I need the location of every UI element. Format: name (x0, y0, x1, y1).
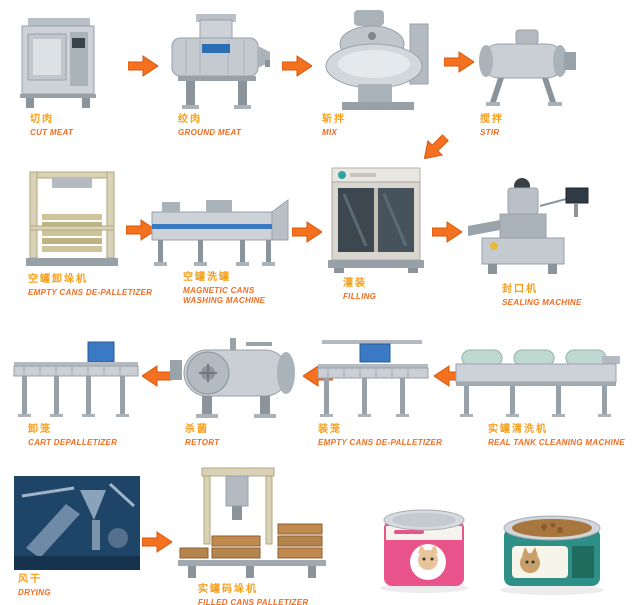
mix-label-en: MIX (322, 128, 338, 137)
mix-bowl-cutter-image (312, 4, 440, 112)
station-label-cart-depalletizer: 卸笼 CART DEPALLETIZER (28, 424, 148, 448)
can-seamer-icon (468, 178, 589, 274)
station-label-basket-loader: 装笼 EMPTY CANS DE-PALLETIZER (318, 424, 448, 448)
flow-arrow-right-icon (128, 54, 158, 78)
drying-label-cn: 风干 (18, 574, 42, 585)
station-label-cans-washing: 空罐洗罐 MAGNETIC CANS WASHING MACHINE (183, 272, 283, 307)
ground-meat-label-cn: 绞肉 (178, 114, 202, 125)
filling-label-en: FILLING (343, 292, 377, 301)
filling-label-cn: 灌装 (343, 278, 367, 289)
retort-tank-icon (170, 338, 295, 418)
pet-food-cans-icon (380, 509, 604, 595)
station-label-filling: 灌装 FILLING (343, 278, 433, 302)
flow-arrow-right-icon (142, 530, 172, 554)
basket-loader-label-cn: 装笼 (318, 424, 342, 435)
filled-cans-cleaning-label-cn: 实罐清洗机 (488, 424, 548, 435)
station-label-cut-meat: 切肉 CUT MEAT (30, 114, 140, 138)
filled-cans-cleaning-label-en: REAL TANK CLEANING MACHINE (488, 438, 625, 447)
stir-label-cn: 搅拌 (480, 114, 504, 125)
empty-cans-depalletizer-image (22, 168, 122, 270)
retort-image (168, 334, 304, 422)
station-label-mix: 斩拌 MIX (322, 114, 432, 138)
sealing-machine-image (462, 176, 594, 278)
sealing-label-en: SEALING MACHINE (502, 298, 582, 307)
basket-loader-conveyor-icon (317, 340, 429, 417)
cut-meat-label-cn: 切肉 (30, 114, 54, 125)
station-label-filled-cans-cleaning: 实罐清洗机 REAL TANK CLEANING MACHINE (488, 424, 638, 448)
palletizer-icon (178, 467, 326, 578)
filling-machine-image (326, 166, 426, 274)
drying-machine-image (14, 476, 140, 570)
filled-cans-palletizer-image (176, 466, 328, 584)
station-label-retort: 杀菌 RETORT (185, 424, 295, 448)
cans-washing-label-en: MAGNETIC CANS WASHING MACHINE (183, 286, 266, 306)
stir-mixer-image (474, 26, 578, 108)
filled-cans-cleaning-image (452, 334, 624, 422)
drying-label-en: DRYING (18, 588, 51, 597)
flow-arrow-right-icon (444, 50, 474, 74)
depalletizer-frame-icon (26, 171, 118, 266)
bowl-cutter-icon (325, 10, 429, 110)
retort-label-cn: 杀菌 (185, 424, 209, 435)
station-label-empty-cans-depalletizer: 空罐卸垛机 EMPTY CANS DE-PALLETIZER (28, 274, 158, 298)
ground-meat-label-en: GROUND MEAT (178, 128, 242, 137)
cut-meat-machine-icon (20, 18, 96, 108)
station-label-drying: 风干 DRYING (18, 574, 118, 598)
ground-meat-machine-image (166, 12, 272, 110)
retort-label-en: RETORT (185, 438, 220, 447)
flow-arrow-down-left-icon (420, 133, 450, 160)
washing-tunnel-icon (151, 199, 289, 266)
station-label-sealing: 封口机 SEALING MACHINE (502, 284, 622, 308)
cleaning-tunnel-icon (455, 349, 620, 417)
mix-label-cn: 斩拌 (322, 114, 346, 125)
cans-washing-label-cn: 空罐洗罐 (183, 272, 231, 283)
flow-arrow-right-icon (126, 218, 156, 242)
empty-cans-depalletizer-label-en: EMPTY CANS DE-PALLETIZER (28, 288, 153, 297)
filling-cabinet-icon (328, 167, 424, 273)
stir-label-en: STIR (480, 128, 500, 137)
horizontal-mixer-icon (479, 29, 576, 106)
cart-depalletizer-label-en: CART DEPALLETIZER (28, 438, 118, 447)
meat-grinder-icon (171, 14, 270, 109)
cut-meat-label-en: CUT MEAT (30, 128, 74, 137)
basket-loader-image (314, 336, 432, 422)
flow-arrow-left-icon (142, 364, 172, 388)
flow-arrow-right-icon (282, 54, 312, 78)
cart-depalletizer-label-cn: 卸笼 (28, 424, 52, 435)
station-label-stir: 搅拌 STIR (480, 114, 590, 138)
filled-cans-palletizer-label-cn: 实罐码垛机 (198, 584, 258, 595)
cut-meat-machine-image (8, 16, 108, 110)
station-label-filled-cans-palletizer: 实罐码垛机 FILLED CANS PALLETIZER (198, 584, 358, 605)
basket-loader-label-en: EMPTY CANS DE-PALLETIZER (318, 438, 443, 447)
cart-conveyor-icon (13, 341, 139, 417)
flow-arrow-right-icon (292, 220, 322, 244)
product-cans-image (356, 504, 624, 596)
flow-arrow-right-icon (432, 220, 462, 244)
drying-photo-icon (14, 476, 140, 570)
filled-cans-palletizer-label-en: FILLED CANS PALLETIZER (198, 598, 309, 605)
empty-cans-depalletizer-label-cn: 空罐卸垛机 (28, 274, 88, 285)
station-label-ground-meat: 绞肉 GROUND MEAT (178, 114, 288, 138)
cart-depalletizer-image (10, 336, 142, 420)
cans-washing-machine-image (148, 192, 290, 268)
sealing-label-cn: 封口机 (502, 284, 538, 295)
